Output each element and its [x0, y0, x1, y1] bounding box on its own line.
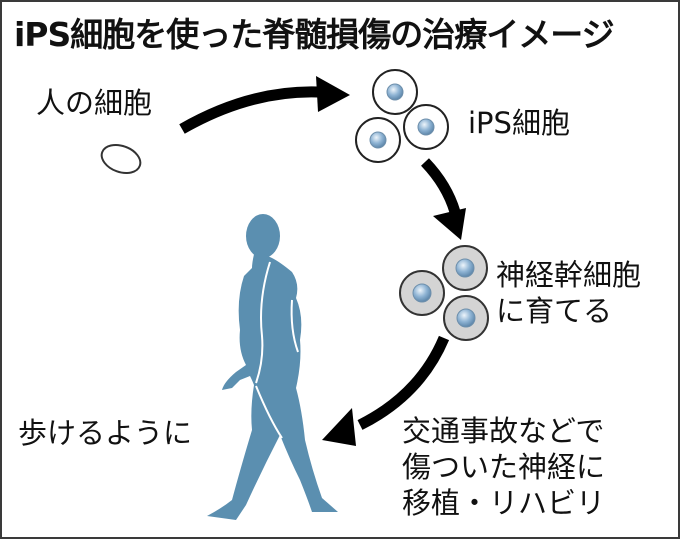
- walking-person-icon: [207, 214, 338, 520]
- human-cell-icon: [100, 143, 142, 175]
- arrow-to-ips-icon: [179, 76, 350, 134]
- label-neural-stem-2: に育てる: [496, 294, 613, 328]
- ips-cells-icon: [355, 69, 449, 163]
- arrow-to-patient-icon: [322, 335, 450, 446]
- arrow-to-neural-stem-icon: [420, 158, 466, 240]
- label-neural-stem-1: 神経幹細胞: [496, 258, 642, 292]
- label-transplant-3: 移植・リハビリ: [402, 486, 606, 520]
- label-transplant-2: 傷ついた神経に: [402, 450, 606, 484]
- diagram-title: iPS細胞を使った脊髄損傷の治療イメージ: [14, 15, 615, 54]
- label-walk: 歩けるように: [18, 416, 193, 450]
- label-human-cell: 人の細胞: [36, 86, 153, 120]
- label-transplant-1: 交通事故などで: [402, 414, 605, 448]
- label-ips-cell: iPS細胞: [468, 106, 570, 140]
- neural-stem-cells-icon: [399, 245, 489, 341]
